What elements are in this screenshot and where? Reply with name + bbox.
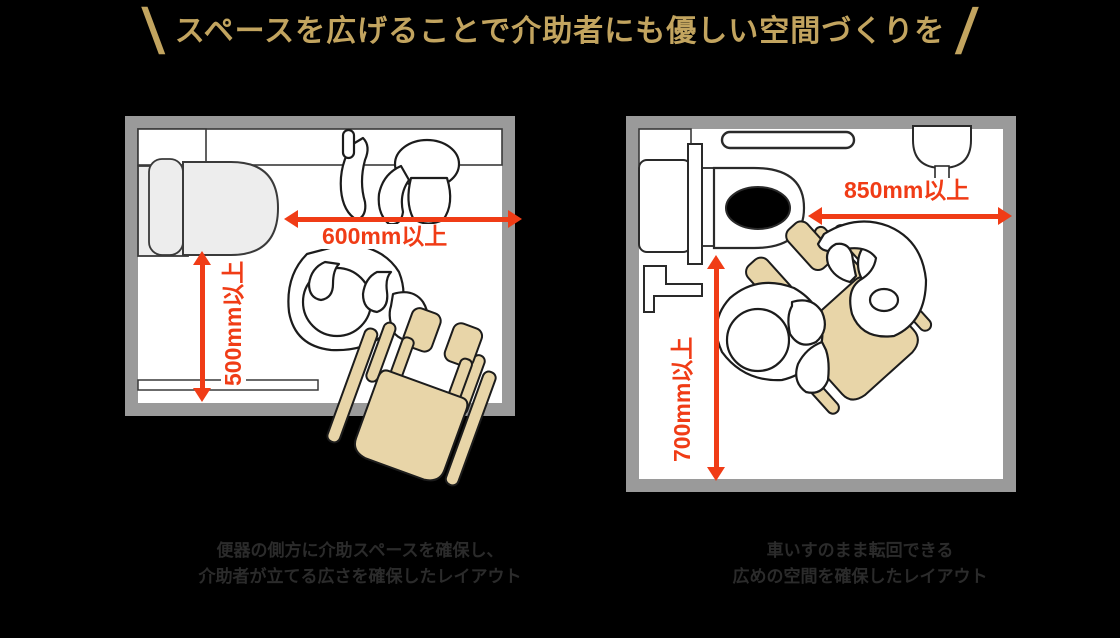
right-plan-artwork [638,125,972,415]
wheelchair-left [326,307,497,487]
wheelchair-armrest-b-left [443,322,484,368]
caregiver-torso-left [407,176,452,225]
toilet-seat-opening-right [725,186,791,230]
measure-label-right-depth: 700mm以上 [669,334,695,464]
sink-right [912,125,972,170]
caption-right-line1: 車いすのまま転回できる [766,541,954,560]
caregiver-arm-b-left [377,164,411,226]
wheelchair-armrest-b-right [785,220,834,272]
measure-arrow-left-depth [193,251,211,402]
caption-right: 車いすのまま転回できる 広めの空間を確保したレイアウト [560,538,1120,591]
headline-banner: \ スペースを広げることで介助者にも優しい空間づくりを / [0,0,1120,68]
measure-label-right-width: 850mm以上 [842,177,972,203]
caregiver-figure-left [339,128,461,226]
wheelchair-wheel-b-left [444,370,497,487]
vertical-grab-bar-right [687,143,703,265]
seated-person-right [715,281,827,382]
toilet-bowl-left [182,161,280,256]
measure-arrow-right-width [808,207,1012,225]
l-grab-bar-right [643,265,703,313]
assisted-arm-b-left [361,270,393,314]
diagram-left-standard-toilet: 600mm以上 500mm以上 [125,116,522,487]
wheelchair-seat-left [353,369,469,482]
assisted-arm-a-left [307,260,341,302]
toilet-tank-cap-left [148,158,184,256]
caption-left: 便器の側方に介助スペースを確保し、 介助者が立てる広さを確保したレイアウト [60,538,660,591]
headline-slash-left: \ [138,0,169,68]
caption-right-line2: 広めの空間を確保したレイアウト [732,567,988,587]
wheelchair-rim-a-left [365,321,397,383]
wall-grab-bar-right [720,130,856,150]
held-object-left [341,128,356,160]
seated-head-right [725,307,791,373]
wheelchair-wheel-a-left [326,327,379,444]
caption-left-line2: 介助者が立てる広さを確保したレイアウト [198,567,522,587]
measure-arrow-left-width [284,210,522,228]
measure-label-left-width: 600mm以上 [320,223,450,249]
measure-label-left-depth: 500mm以上 [220,258,246,388]
caregiver-arm-b-right [795,340,830,394]
page-title: スペースを広げることで介助者にも優しい空間づくりを [174,15,946,48]
assisted-person-left [287,242,429,352]
left-plan-artwork [137,128,503,487]
caregiver-arm-a-right [825,242,858,284]
caption-left-line1: 便器の側方に介助スペースを確保し、 [216,541,504,560]
toilet-tank-right [638,159,692,253]
caregiver-body-right [816,220,928,338]
headline-slash-right: / [951,0,982,68]
seated-limb-right [787,299,827,346]
diagram-right-wide-toilet: 850mm以上 700mm以上 [626,116,1016,492]
measure-arrow-right-depth [707,255,725,481]
caregiver-figure-right [795,220,928,394]
caregiver-hand-right [868,287,900,313]
